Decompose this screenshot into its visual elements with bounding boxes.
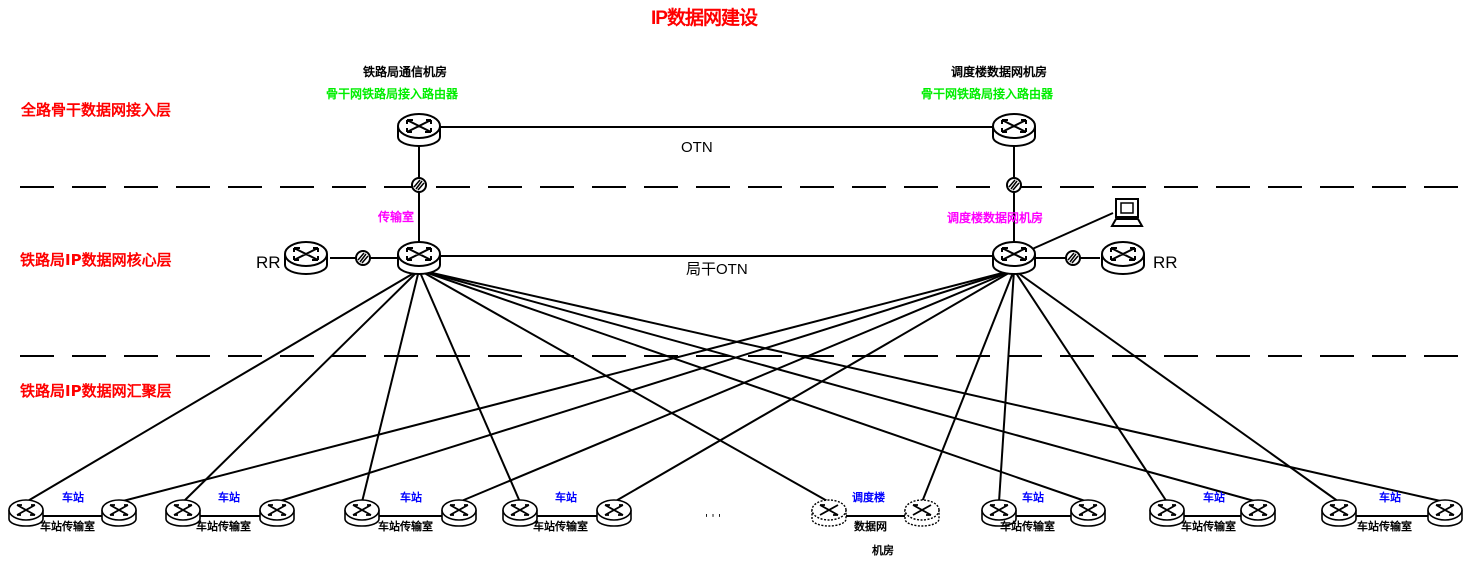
- aggregation-link: [998, 269, 1015, 503]
- coupler-icon: [411, 177, 427, 193]
- pc-link: [1029, 212, 1114, 251]
- aggregation-link: [418, 269, 830, 503]
- station-router-a-icon: [165, 499, 201, 527]
- aggregation-link: [25, 269, 420, 503]
- station-router-b-icon: [1240, 499, 1276, 527]
- core-router-left-icon: [397, 241, 441, 275]
- core-router-right-icon: [992, 241, 1036, 275]
- computer-icon: [1110, 198, 1144, 227]
- layer-label-core: 铁路局IP数据网核心层: [20, 251, 172, 269]
- aggregation-links: [25, 269, 1446, 503]
- coupler-icon: [1065, 250, 1081, 266]
- station-bottom-label: 车站传输室: [533, 520, 588, 533]
- backbone-right-site: 调度楼数据网机房: [951, 65, 1048, 79]
- station-router-a-icon: [344, 499, 380, 527]
- station-router-b-icon: [904, 499, 940, 527]
- station-bottom-label: 车站传输室: [40, 520, 95, 533]
- station-router-a-icon: [502, 499, 538, 527]
- station-bottom-label: 车站传输室: [1357, 520, 1412, 533]
- aggregation-link: [458, 269, 1015, 503]
- rr-right-label: RR: [1153, 253, 1178, 272]
- station-bottom-label-line2: 机房: [872, 544, 894, 557]
- station-router-b-icon: [441, 499, 477, 527]
- station-bottom-label: 数据网: [854, 520, 887, 533]
- aggregation-link: [921, 269, 1015, 503]
- station-bottom-label: 车站传输室: [378, 520, 433, 533]
- ellipsis: ' ' ': [705, 512, 722, 525]
- aggregation-link: [418, 269, 521, 503]
- otn-label: OTN: [681, 139, 713, 156]
- station-router-a-icon: [811, 499, 847, 527]
- backbone-left-site: 铁路局通信机房: [363, 65, 448, 79]
- station-top-label: 车站: [555, 491, 577, 504]
- aggregation-link: [418, 269, 1259, 503]
- aggregation-link: [1013, 269, 1340, 503]
- station-router-a-icon: [1149, 499, 1185, 527]
- core-otn-label: 局干OTN: [686, 261, 748, 278]
- station-bottom-label: 车站传输室: [1000, 520, 1055, 533]
- station-top-label: 调度楼: [852, 491, 885, 504]
- backbone-left-role: 骨干网铁路局接入路由器: [326, 87, 459, 101]
- station-top-label: 车站: [1379, 491, 1401, 504]
- page-title: IP数据网建设: [651, 8, 758, 29]
- station-router-b-icon: [101, 499, 137, 527]
- station-top-label: 车站: [1022, 491, 1044, 504]
- backbone-router-right-icon: [992, 113, 1036, 147]
- aggregation-link: [361, 269, 420, 503]
- station-router-b-icon: [259, 499, 295, 527]
- station-router-a-icon: [8, 499, 44, 527]
- rr-left-label: RR: [256, 253, 281, 272]
- core-right-site: 调度楼数据网机房: [947, 211, 1044, 225]
- aggregation-link: [276, 269, 1015, 503]
- aggregation-link: [182, 269, 420, 503]
- rr-router-right-icon: [1101, 241, 1145, 275]
- aggregation-link: [418, 269, 1446, 503]
- layer-label-aggregation: 铁路局IP数据网汇聚层: [20, 382, 172, 400]
- station-router-b-icon: [1070, 499, 1106, 527]
- station-top-label: 车站: [400, 491, 422, 504]
- station-router-b-icon: [596, 499, 632, 527]
- station-router-a-icon: [1321, 499, 1357, 527]
- station-bottom-label: 车站传输室: [196, 520, 251, 533]
- aggregation-link: [118, 269, 1015, 503]
- station-top-label: 车站: [62, 491, 84, 504]
- coupler-icon: [355, 250, 371, 266]
- aggregation-link: [613, 269, 1015, 503]
- station-router-b-icon: [1427, 499, 1463, 527]
- rr-router-left-icon: [284, 241, 328, 275]
- backbone-right-role: 骨干网铁路局接入路由器: [921, 87, 1054, 101]
- aggregation-link: [418, 269, 1089, 503]
- station-top-label: 车站: [218, 491, 240, 504]
- station-bottom-label: 车站传输室: [1181, 520, 1236, 533]
- backbone-router-left-icon: [397, 113, 441, 147]
- coupler-icon: [1006, 177, 1022, 193]
- station-top-label: 车站: [1203, 491, 1225, 504]
- layer-label-backbone: 全路骨干数据网接入层: [21, 101, 172, 119]
- core-left-site: 传输室: [378, 210, 415, 224]
- aggregation-link: [1013, 269, 1168, 503]
